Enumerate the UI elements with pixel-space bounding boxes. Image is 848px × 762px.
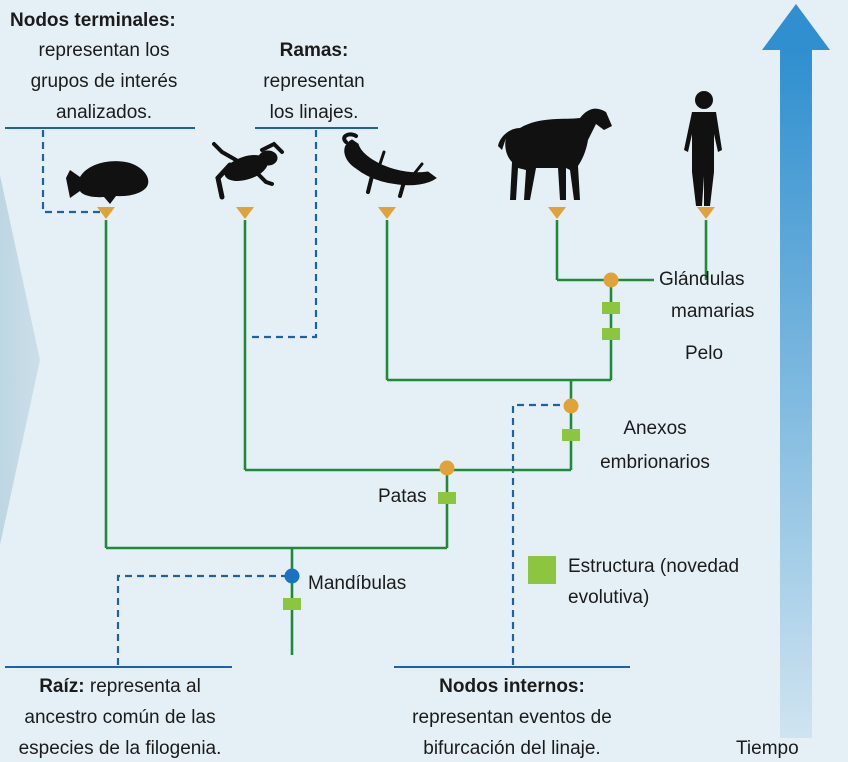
internal-nodes [284, 272, 619, 584]
trait-label-mammary-1: Glándulas [659, 269, 745, 290]
root-pointer [116, 574, 286, 665]
lizard-icon [342, 132, 437, 198]
internal-callout-title: Nodos internos: [439, 676, 585, 697]
branches-callout-line1: representan [263, 71, 365, 92]
internal-pointer [511, 403, 566, 665]
novelty-legs [438, 492, 456, 504]
novelty-mandibles [283, 598, 301, 610]
internal-callout-line2: bifurcación del linaje. [423, 738, 601, 759]
terminal-callout-line3: analizados. [55, 102, 153, 123]
terminal-pointer [41, 130, 101, 214]
legend-swatch [528, 556, 556, 584]
node-amniotes [563, 398, 579, 414]
legend-label-line2: evolutiva) [568, 587, 650, 608]
terminal-marker-lizard [378, 207, 396, 219]
branch-pointer [247, 130, 318, 339]
root-callout-line1: Raíz: representa al [39, 674, 201, 700]
root-callout-line2: ancestro común de las [24, 707, 216, 728]
novelty-embryonic [562, 429, 580, 441]
trait-label-legs: Patas [378, 486, 427, 507]
human-icon [684, 91, 722, 206]
legend-label-line1: Estructura (novedad [568, 556, 740, 577]
branches-callout-line2: los linajes. [269, 102, 359, 123]
root-callout-title: Raíz: [39, 676, 85, 697]
trait-label-hair: Pelo [685, 343, 724, 364]
fish-icon [66, 161, 149, 204]
node-tetrapods [439, 460, 455, 476]
terminal-marker-human [697, 207, 715, 219]
frog-icon [212, 141, 284, 200]
time-arrow [762, 4, 830, 738]
novelty-hair [602, 328, 620, 340]
trait-label-mandibles: Mandíbulas [308, 573, 407, 594]
node-mammals [603, 272, 619, 288]
trait-label-embryonic-1: Anexos [623, 418, 687, 439]
root-callout-line3: especies de la filogenia. [18, 738, 222, 759]
terminal-callout-title: Nodos terminales: [10, 10, 176, 31]
dashed-pointers [41, 130, 566, 665]
terminal-marker-horse [548, 207, 566, 219]
horse-icon [498, 108, 612, 200]
branches-callout-title: Ramas: [279, 40, 349, 61]
terminal-marker-frog [236, 207, 254, 219]
internal-callout-line1: representan eventos de [412, 707, 612, 728]
terminal-callout-line2: grupos de interés [30, 71, 178, 92]
side-chevron-decoration [0, 175, 40, 545]
root-node [284, 568, 300, 584]
trait-label-embryonic-2: embrionarios [600, 452, 710, 473]
terminal-marker-fish [97, 207, 115, 219]
trait-label-mammary-2: mamarias [671, 301, 755, 322]
root-callout-title-rest: representa al [84, 676, 201, 697]
novelty-mammary [602, 302, 620, 314]
terminal-callout-line1: representan los [38, 40, 170, 61]
novelty-markers [283, 302, 620, 610]
time-axis-label: Tiempo [736, 738, 799, 759]
terminal-markers [97, 207, 715, 219]
